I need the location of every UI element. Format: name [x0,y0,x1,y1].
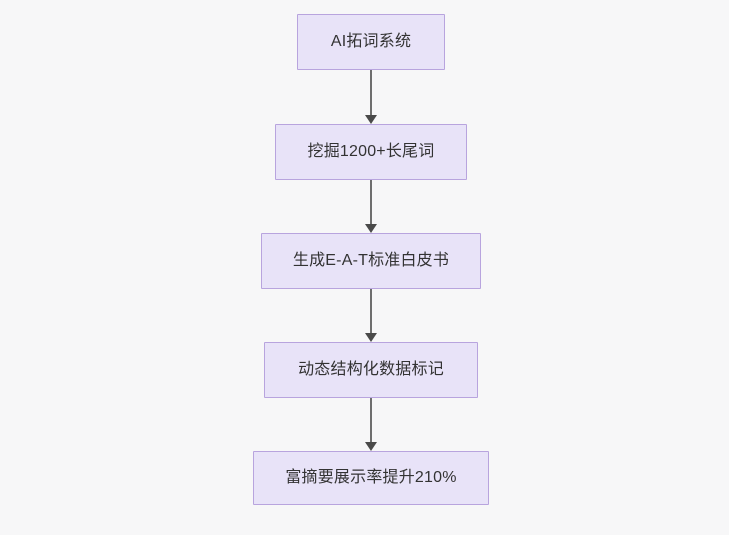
flowchart-node-5[interactable]: 富摘要展示率提升210% [253,451,489,505]
arrowhead-icon [365,333,377,342]
node-label: 动态结构化数据标记 [298,361,444,378]
node-label: 富摘要展示率提升210% [285,469,457,486]
node-label: AI拓词系统 [330,33,412,50]
flowchart-node-3[interactable]: 生成E-A-T标准白皮书 [261,233,481,289]
flowchart-node-4[interactable]: 动态结构化数据标记 [264,342,478,398]
edge-line [370,70,372,115]
arrowhead-icon [365,224,377,233]
flowchart-edge-3 [364,289,378,342]
flowchart-edge-2 [364,180,378,233]
flowchart-node-2[interactable]: 挖掘1200+长尾词 [275,124,467,180]
edge-line [370,180,372,224]
edge-line [370,289,372,333]
arrowhead-icon [365,442,377,451]
node-label: 生成E-A-T标准白皮书 [292,252,450,269]
flowchart-edge-1 [364,70,378,124]
flowchart-edge-4 [364,398,378,451]
node-label: 挖掘1200+长尾词 [307,143,435,160]
edge-line [370,398,372,442]
arrowhead-icon [365,115,377,124]
flowchart-node-1[interactable]: AI拓词系统 [297,14,445,70]
